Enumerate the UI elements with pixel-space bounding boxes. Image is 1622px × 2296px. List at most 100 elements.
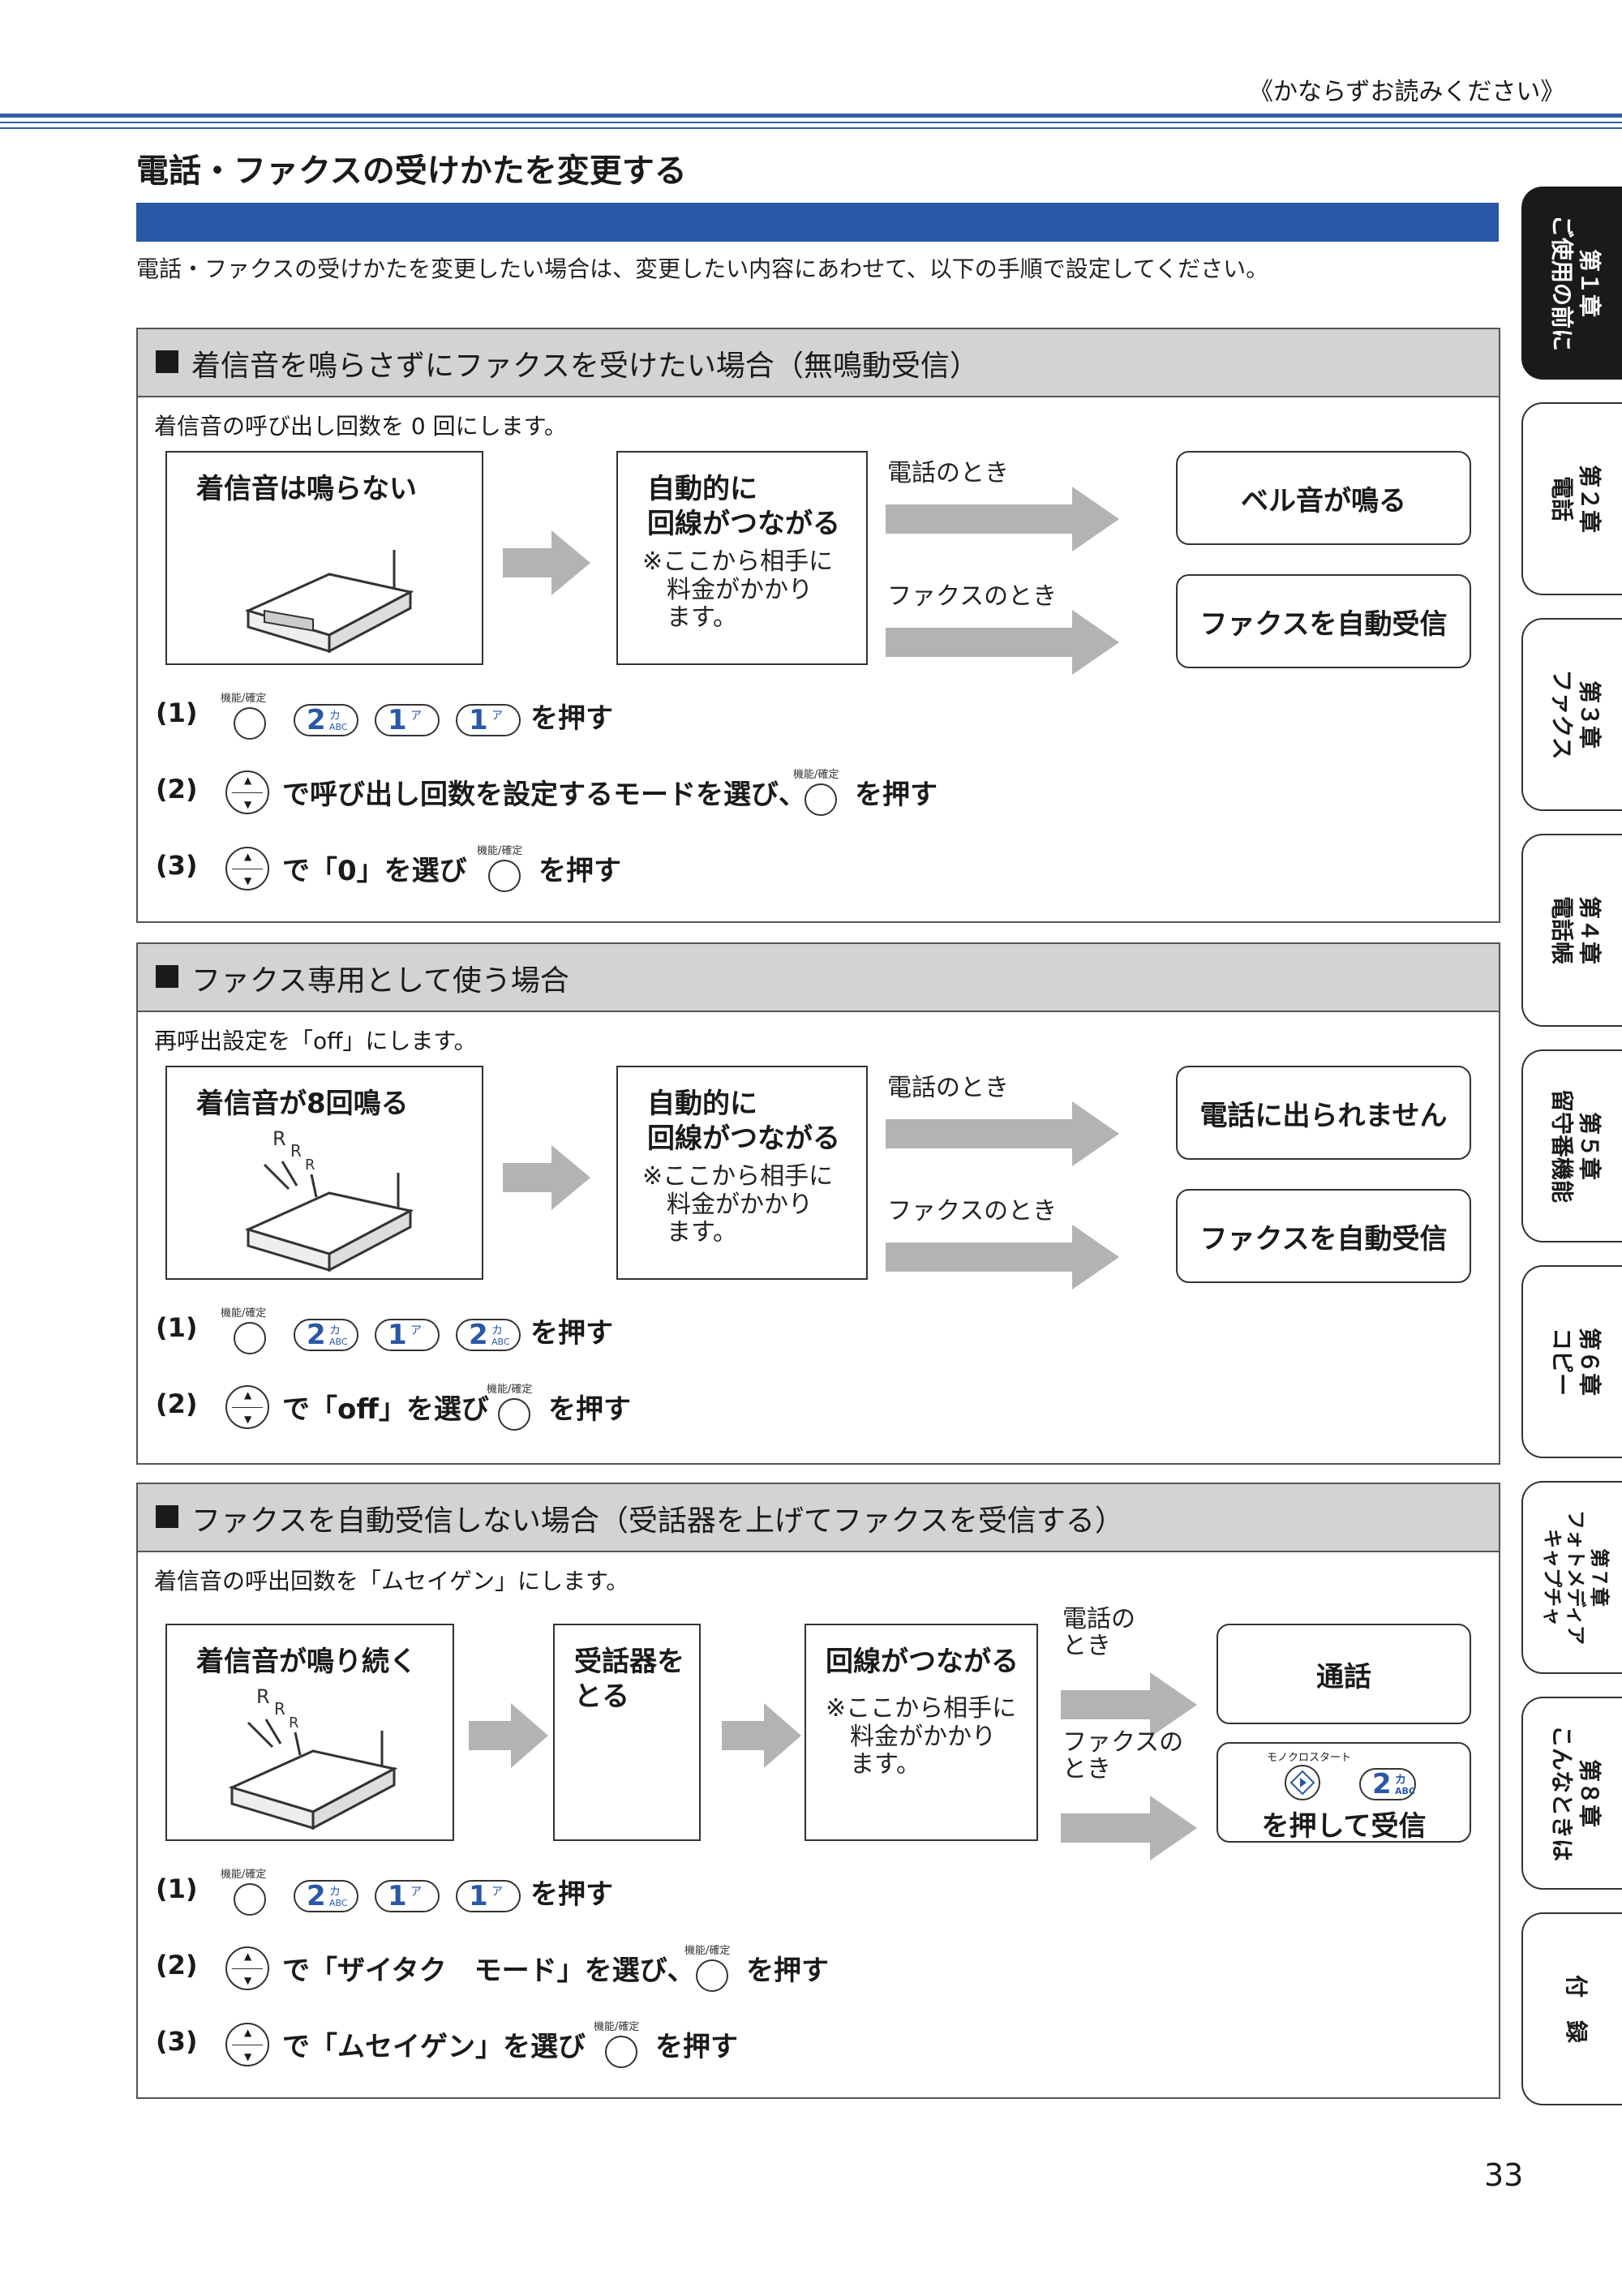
func-key-label: 機能/確定 — [487, 1384, 533, 1396]
device-label: 着信音が鳴り続く — [196, 1646, 417, 1678]
step-number: (1) — [156, 697, 198, 728]
func-key-label: 機能/確定 — [221, 693, 267, 705]
auto-connect-label: 自動的に 回線がつながる — [647, 1088, 840, 1155]
step-number: (3) — [156, 850, 198, 881]
device-label: 着信音が8回鳴る — [196, 1088, 409, 1120]
connect-label: 回線がつながる — [826, 1646, 1019, 1678]
tab-chapter-7[interactable]: 第７章 フォトメディア キャプチャ — [1521, 1481, 1622, 1674]
section-desc: 着信音の呼出回数を「ムセイゲン」にします。 — [154, 1568, 629, 1594]
func-confirm-key[interactable] — [805, 783, 837, 816]
step-number: (1) — [156, 1312, 198, 1343]
device-box: 着信音は鳴らない — [165, 451, 483, 665]
step-number: (2) — [156, 1950, 198, 1981]
func-confirm-key[interactable] — [234, 1883, 266, 1916]
svg-text:R: R — [305, 1157, 315, 1174]
fax-machine-icon — [244, 550, 414, 654]
mono-start-key[interactable] — [1285, 1765, 1320, 1800]
page-number: 33 — [1484, 2157, 1524, 2193]
header-rule-thin — [0, 122, 1622, 123]
section-title: 着信音を鳴らさずにファクスを受けたい場合（無鳴動受信） — [191, 350, 979, 383]
handset-label: 受話器を とる — [574, 1646, 684, 1713]
charge-note: ※ここから相手に 料金がかかり ます。 — [642, 1162, 834, 1247]
func-confirm-key[interactable] — [234, 1322, 266, 1354]
device-label: 着信音は鳴らない — [196, 473, 417, 505]
svg-text:R: R — [256, 1685, 270, 1708]
func-key-label: 機能/確定 — [793, 769, 839, 781]
square-bullet-icon — [156, 1505, 178, 1528]
flow-arrow-icon — [503, 530, 590, 595]
tab-chapter-3[interactable]: 第３章 ファクス — [1521, 618, 1622, 811]
mono-start-label: モノクロスタート — [1267, 1752, 1352, 1764]
func-confirm-key[interactable] — [498, 1398, 530, 1431]
fax-case-label: ファクスのとき — [887, 582, 1058, 611]
tab-chapter-5[interactable]: 第５章 留守番機能 — [1521, 1049, 1622, 1242]
square-bullet-icon — [156, 965, 178, 988]
auto-connect-box: 自動的に 回線がつながる ※ここから相手に 料金がかかり ます。 — [616, 451, 868, 665]
tab-chapter-1[interactable]: 第１章 ご使用の前に — [1521, 187, 1622, 380]
phone-case-label: 電話のとき — [887, 459, 1009, 487]
step-text: で「off」を選び — [282, 1393, 489, 1426]
result-fax-text: を押して受信 — [1261, 1810, 1427, 1843]
header-note: 《かならずお読みください》 — [1249, 78, 1565, 106]
section-header: 着信音を鳴らさずにファクスを受けたい場合（無鳴動受信） — [138, 329, 1499, 397]
step-number: (2) — [156, 1388, 198, 1419]
func-confirm-key[interactable] — [696, 1959, 728, 1992]
push-text: を押す — [539, 855, 621, 887]
func-confirm-key[interactable] — [234, 707, 266, 740]
nav-updown-key[interactable]: ▲▼ — [225, 770, 269, 814]
push-text: を押す — [530, 702, 613, 735]
push-text: を押す — [655, 2031, 738, 2063]
phone-arrow-icon — [1061, 1672, 1197, 1737]
charge-note: ※ここから相手に 料金がかかり ます。 — [642, 547, 834, 632]
start-diamond-icon — [1289, 1770, 1315, 1796]
tab-chapter-8[interactable]: 第８章 こんなときは — [1521, 1697, 1622, 1890]
tab-chapter-4[interactable]: 第４章 電話帳 — [1521, 834, 1622, 1027]
tab-chapter-6[interactable]: 第６章 コピー — [1521, 1265, 1622, 1458]
step-text: で「ムセイゲン」を選び — [282, 2031, 586, 2063]
step-text: で「ザイタク モード」を選び、 — [282, 1955, 695, 1987]
nav-updown-key[interactable]: ▲▼ — [225, 847, 269, 891]
section-title: ファクス専用として使う場合 — [191, 964, 569, 998]
tab-label: 第３章 ファクス — [1549, 669, 1603, 760]
square-bullet-icon — [156, 350, 178, 373]
nav-updown-key[interactable]: ▲▼ — [225, 1946, 269, 1990]
func-confirm-key[interactable] — [488, 860, 521, 892]
tab-chapter-2[interactable]: 第２章 電話 — [1521, 402, 1622, 595]
step-number: (3) — [156, 2026, 198, 2057]
page-title: 電話・ファクスの受けかたを変更する — [136, 152, 687, 190]
fax-case-label: ファクスのとき — [887, 1197, 1058, 1225]
result-fax-box: ファクスを自動受信 — [1176, 1189, 1471, 1283]
func-confirm-key[interactable] — [605, 2036, 637, 2068]
func-key-label: 機能/確定 — [684, 1945, 731, 1957]
ringing-fax-icon: RRR — [244, 1127, 414, 1272]
push-text: を押す — [746, 1955, 829, 1987]
nav-updown-key[interactable]: ▲▼ — [225, 1385, 269, 1429]
nav-updown-key[interactable]: ▲▼ — [225, 2023, 269, 2066]
charge-note: ※ここから相手に 料金がかかり ます。 — [826, 1694, 1017, 1779]
fax-arrow-icon — [886, 610, 1119, 675]
tab-appendix[interactable]: 付 録 — [1521, 1912, 1622, 2105]
tab-label: 第７章 フォトメディア キャプチャ — [1541, 1509, 1611, 1646]
flow-arrow-icon — [503, 1145, 590, 1210]
result-phone-box: 電話に出られません — [1176, 1066, 1471, 1160]
tab-label: 第２章 電話 — [1549, 464, 1603, 534]
push-text: を押す — [530, 1317, 613, 1350]
title-band — [136, 203, 1499, 242]
auto-connect-label: 自動的に 回線がつながる — [647, 473, 840, 540]
handset-box: 受話器を とる — [553, 1624, 701, 1841]
section-manual-receive: ファクスを自動受信しない場合（受話器を上げてファクスを受信する） 着信音の呼出回… — [136, 1483, 1500, 2099]
svg-text:R: R — [272, 1127, 286, 1150]
